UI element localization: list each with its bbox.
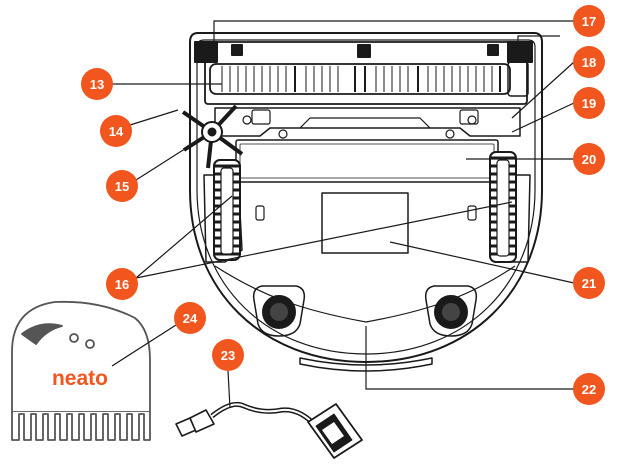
svg-text:16: 16	[115, 277, 129, 292]
callout-22: 22	[573, 373, 605, 405]
svg-text:22: 22	[582, 382, 596, 397]
callout-24: 24	[174, 302, 206, 334]
svg-text:21: 21	[582, 276, 596, 291]
svg-text:14: 14	[109, 124, 124, 139]
brush-pad-right	[507, 41, 533, 63]
svg-text:17: 17	[582, 14, 596, 29]
leader-23	[227, 370, 231, 409]
callout-14: 14	[100, 115, 132, 147]
svg-text:15: 15	[115, 179, 129, 194]
callout-20: 20	[573, 143, 605, 175]
brush-bristles	[221, 66, 501, 92]
leader-lines	[111, 20, 575, 409]
svg-text:19: 19	[582, 96, 596, 111]
brush-pad-center	[357, 44, 371, 58]
callout-23: 23	[212, 339, 244, 371]
battery-door-inner	[239, 143, 495, 179]
leader-17-b	[517, 35, 560, 52]
screw-left	[242, 115, 252, 125]
latch-right	[459, 109, 479, 125]
callout-17: 17	[573, 5, 605, 37]
callout-badges: 13 14 15 16 17 18 19 20	[81, 5, 605, 405]
brush-roll	[209, 63, 511, 95]
label-plate	[321, 192, 409, 254]
brush-end-cap	[507, 61, 529, 97]
leader-16-b	[135, 201, 513, 279]
caster-right	[424, 285, 478, 337]
callout-13: 13	[81, 68, 113, 100]
leader-15	[135, 137, 203, 181]
callout-15: 15	[106, 170, 138, 202]
callout-19: 19	[573, 87, 605, 119]
robot-vacuum-underside-icon	[189, 32, 543, 372]
leader-21	[389, 241, 575, 284]
callout-18: 18	[573, 46, 605, 78]
tool-hole-1	[69, 333, 79, 343]
brush-pad-left	[194, 41, 218, 63]
leader-16-a	[135, 195, 233, 279]
brush-housing	[204, 41, 528, 105]
caster-left	[252, 285, 306, 337]
latch-left	[251, 109, 271, 125]
leader-18	[511, 61, 575, 119]
usb-a-socket-icon	[307, 403, 363, 459]
screw-right	[467, 115, 477, 125]
callout-16: 16	[106, 268, 138, 300]
bottom-seam	[214, 265, 516, 323]
front-bumper	[299, 357, 433, 372]
svg-text:20: 20	[582, 152, 596, 167]
svg-text:24: 24	[183, 311, 198, 326]
callout-21: 21	[573, 267, 605, 299]
sensor-tab-left	[255, 205, 265, 221]
svg-text:13: 13	[90, 77, 104, 92]
usb-cable-icon	[175, 401, 363, 459]
leader-22	[365, 326, 574, 390]
tool-hole-2	[85, 339, 95, 349]
svg-text:18: 18	[582, 55, 596, 70]
leader-17-a	[213, 20, 574, 50]
guard-ridge	[299, 117, 431, 129]
wheel-left	[213, 159, 241, 261]
brush-pad-small-left	[231, 44, 243, 56]
battery-door	[235, 139, 499, 183]
leader-19	[511, 102, 575, 133]
svg-text:23: 23	[221, 348, 235, 363]
brush-pad-small-right	[487, 44, 499, 56]
leader-24	[111, 324, 177, 367]
tab-hole-right	[445, 129, 455, 139]
leader-14	[129, 109, 179, 126]
tab-hole-left	[278, 129, 288, 139]
sensor-tab-right	[467, 205, 477, 221]
brand-logo: neato	[52, 367, 108, 390]
side-brush-icon	[181, 104, 244, 169]
brush-guard-plate	[214, 107, 521, 137]
wheel-right	[489, 151, 517, 263]
cleaning-tool-icon	[11, 300, 151, 441]
